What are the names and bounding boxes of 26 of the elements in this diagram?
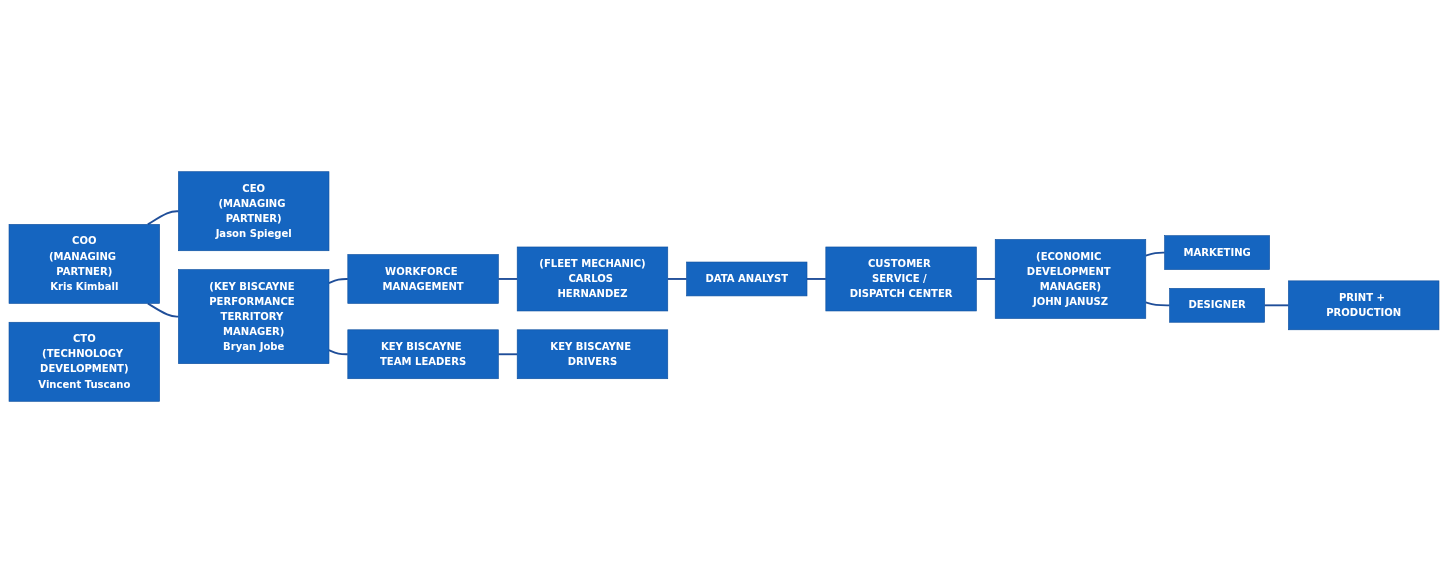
connector xyxy=(328,349,349,356)
connector xyxy=(1263,304,1290,307)
node-box: CUSTOMER SERVICE / DISPATCH CENTER xyxy=(825,246,977,312)
connector xyxy=(146,210,180,226)
connector xyxy=(1144,301,1171,307)
connector xyxy=(1144,251,1166,257)
connector xyxy=(497,353,519,356)
connector xyxy=(497,278,519,280)
node-box: MARKETING xyxy=(1164,235,1270,270)
connector xyxy=(146,302,180,318)
node-box: CTO (TECHNOLOGY DEVELOPMENT) Vincent Tuscano xyxy=(8,321,160,402)
node-box: (KEY BISCAYNE PERFORMANCE TERRITORY MANAGER) Bryan Jobe xyxy=(178,269,330,364)
node-box: DATA ANALYST xyxy=(686,261,808,297)
node-box: PRINT + PRODUCTION xyxy=(1288,280,1440,331)
connector xyxy=(975,278,997,280)
node-box: DESIGNER xyxy=(1169,288,1265,323)
node-box: (ECONOMIC DEVELOPMENT MANAGER) JOHN JANUSZ xyxy=(994,239,1147,319)
node-box: WORKFORCE MANAGEMENT xyxy=(347,254,499,304)
node-box: KEY BISCAYNE TEAM LEADERS xyxy=(347,329,499,380)
connector xyxy=(328,278,349,285)
connector xyxy=(666,278,688,280)
connector xyxy=(806,278,827,280)
node-box: COO (MANAGING PARTNER) Kris Kimball xyxy=(8,224,160,304)
node-box: (FLEET MECHANIC) CARLOS HERNANDEZ xyxy=(516,246,669,312)
node-box: KEY BISCAYNE DRIVERS xyxy=(516,329,669,380)
node-box: CEO (MANAGING PARTNER) Jason Spiegel xyxy=(178,171,330,252)
